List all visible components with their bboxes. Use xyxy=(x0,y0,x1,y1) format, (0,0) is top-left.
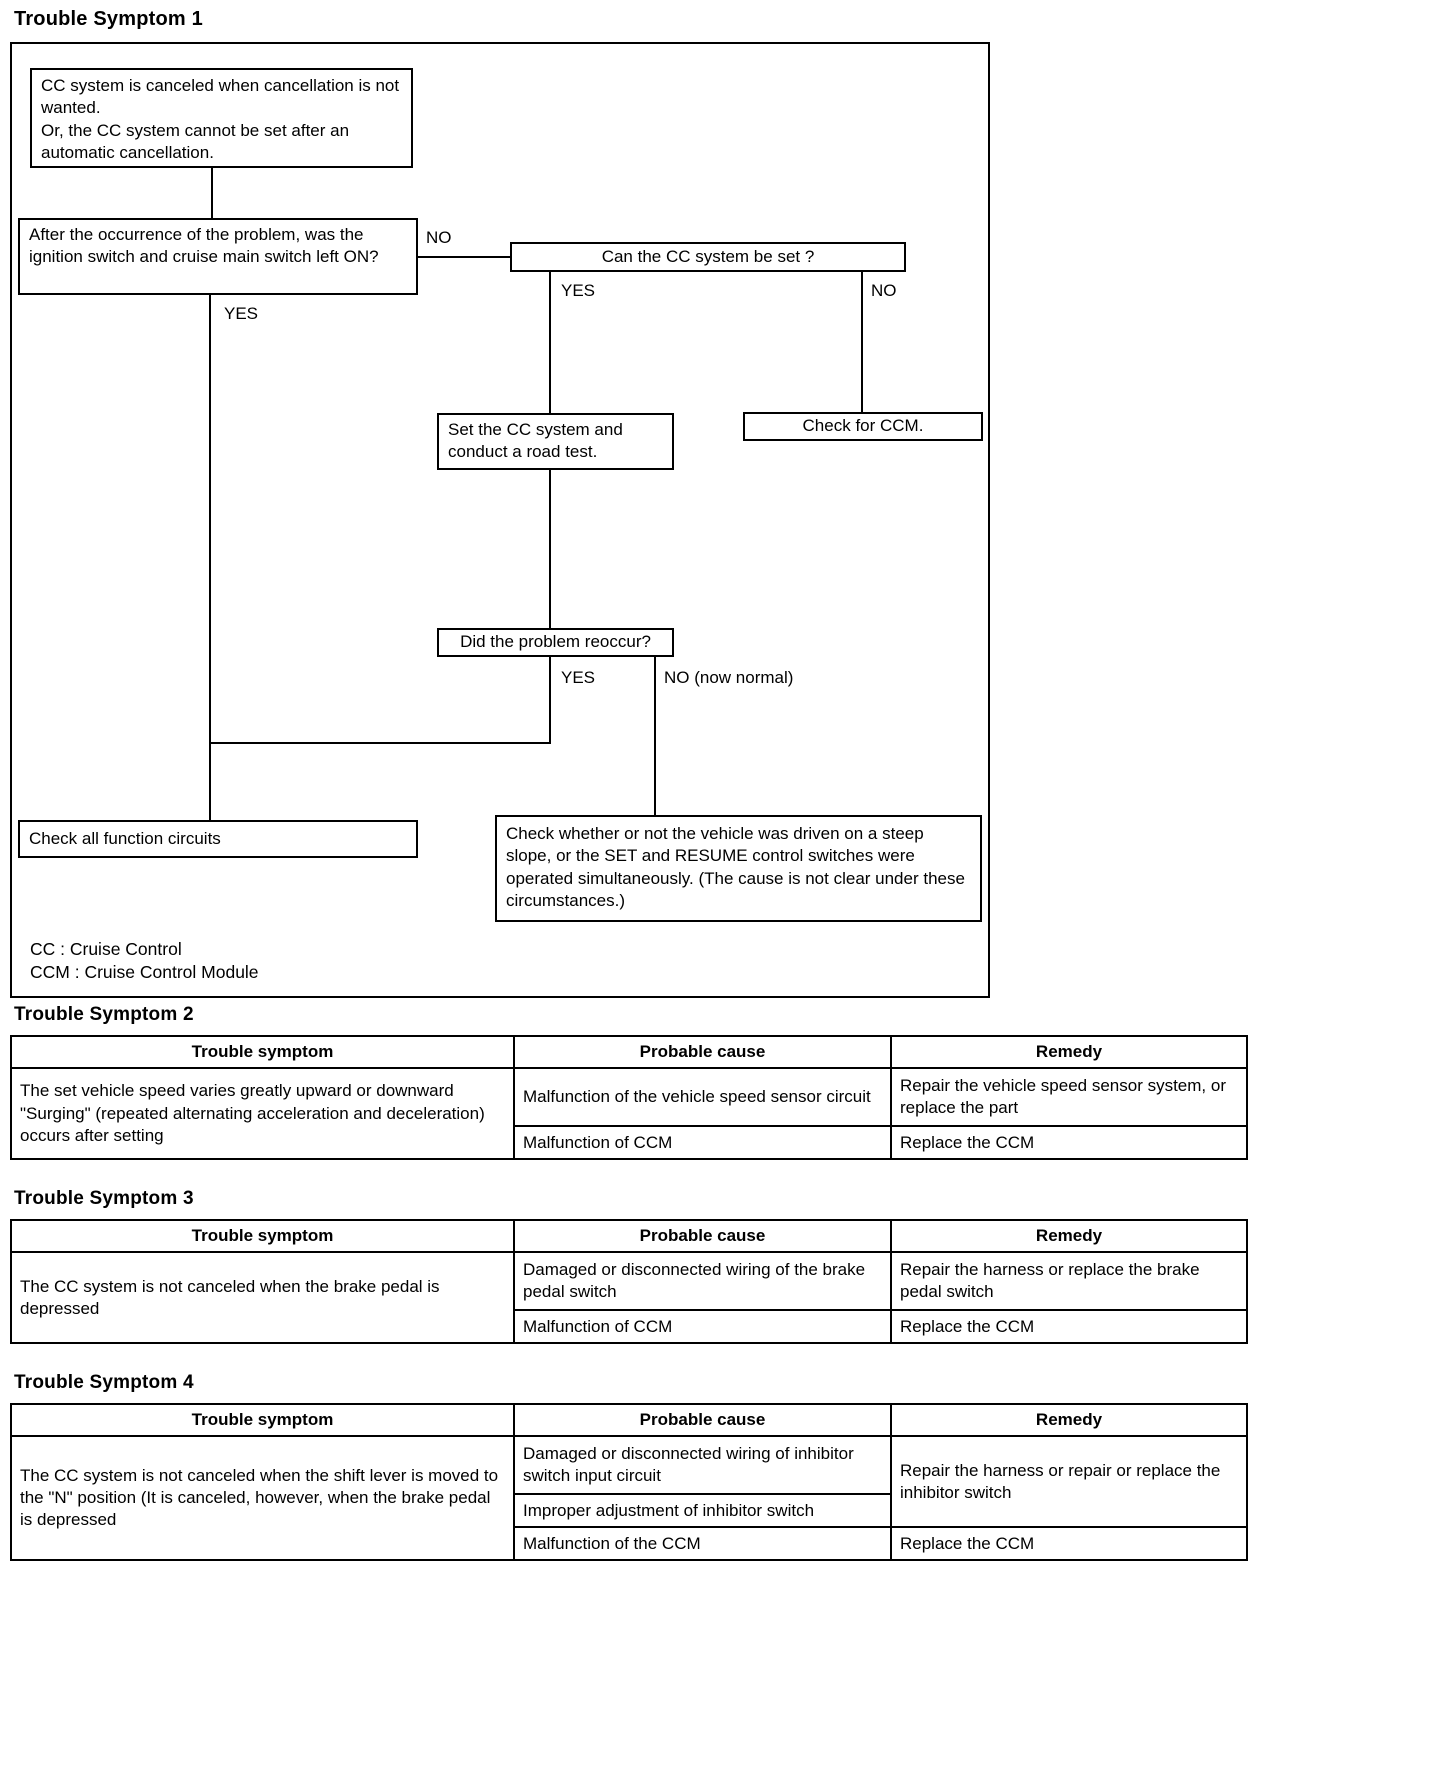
remedy-cell: Replace the CCM xyxy=(890,1125,1248,1161)
col-header-remedy: Remedy xyxy=(890,1402,1248,1438)
col-header-probable-cause: Probable cause xyxy=(513,1034,892,1070)
col-header-trouble-symptom: Trouble symptom xyxy=(10,1402,515,1438)
table-row: The CC system is not canceled when the b… xyxy=(10,1251,1248,1345)
col-header-remedy: Remedy xyxy=(890,1218,1248,1254)
symptom-cell: The CC system is not canceled when the b… xyxy=(10,1251,515,1345)
flowchart-legend-ccm: CCM : Cruise Control Module xyxy=(30,962,259,982)
remedy-cell: Repair the vehicle speed sensor system, … xyxy=(890,1067,1248,1128)
trouble-symptom-4-table: Trouble symptom Probable cause Remedy Th… xyxy=(10,1402,1248,1562)
connector-reoccur-yes-horizontal xyxy=(210,742,551,744)
col-header-probable-cause: Probable cause xyxy=(513,1218,892,1254)
trouble-symptom-3-table: Trouble symptom Probable cause Remedy Th… xyxy=(10,1218,1248,1345)
cause-cell: Malfunction of the vehicle speed sensor … xyxy=(513,1067,892,1128)
section2-heading: Trouble Symptom 2 xyxy=(14,1004,194,1025)
connector-roadtest-to-reoccur xyxy=(549,470,551,628)
connector-reoccur-yes-vertical xyxy=(549,657,551,742)
flowchart-node-start: CC system is canceled when cancellation … xyxy=(30,68,413,168)
section3-heading: Trouble Symptom 3 xyxy=(14,1188,194,1209)
col-header-trouble-symptom: Trouble symptom xyxy=(10,1034,515,1070)
table-row: The set vehicle speed varies greatly upw… xyxy=(10,1067,1248,1161)
cause-cell: Malfunction of the CCM xyxy=(513,1526,892,1562)
remedy-cell: Repair the harness or repair or replace … xyxy=(890,1435,1248,1529)
section4-heading: Trouble Symptom 4 xyxy=(14,1372,194,1393)
table-row: The CC system is not canceled when the s… xyxy=(10,1435,1248,1562)
cause-cell: Malfunction of CCM xyxy=(513,1125,892,1161)
flowchart-node-can-set-question: Can the CC system be set ? xyxy=(510,242,906,272)
trouble-symptom-2-table: Trouble symptom Probable cause Remedy Th… xyxy=(10,1034,1248,1161)
col-header-trouble-symptom: Trouble symptom xyxy=(10,1218,515,1254)
table-row: Improper adjustment of inhibitor switch xyxy=(11,1493,1247,1529)
flowchart-node-check-ccm: Check for CCM. xyxy=(743,412,983,441)
flowchart-legend-cc: CC : Cruise Control xyxy=(30,939,182,959)
col-header-remedy: Remedy xyxy=(890,1034,1248,1070)
remedy-cell: Repair the harness or replace the brake … xyxy=(890,1251,1248,1312)
table-header-row: Trouble symptom Probable cause Remedy xyxy=(10,1218,1248,1254)
cause-cell: Damaged or disconnected wiring of inhibi… xyxy=(513,1435,892,1496)
branch-label-no-ignition: NO xyxy=(426,228,452,247)
cause-cell: Damaged or disconnected wiring of the br… xyxy=(513,1251,892,1312)
cause-cell: Malfunction of CCM xyxy=(513,1309,892,1345)
connector-ignition-yes-branch xyxy=(209,295,211,820)
connector-canset-yes-branch xyxy=(549,272,551,413)
cause-cell: Improper adjustment of inhibitor switch xyxy=(513,1493,892,1529)
section1-heading: Trouble Symptom 1 xyxy=(14,8,203,30)
table-header-row: Trouble symptom Probable cause Remedy xyxy=(10,1034,1248,1070)
symptom-cell: The CC system is not canceled when the s… xyxy=(10,1435,515,1562)
branch-label-yes-reoccur: YES xyxy=(561,668,596,687)
branch-label-no-reoccur: NO (now normal) xyxy=(664,668,794,687)
connector-canset-no-branch xyxy=(861,272,863,412)
flowchart-frame xyxy=(10,42,990,998)
connector-start-to-ignition xyxy=(211,168,213,218)
flowchart-node-check-circuits: Check all function circuits xyxy=(18,820,418,858)
table-row: Malfunction of the CCM Replace the CCM xyxy=(11,1526,1248,1562)
col-header-probable-cause: Probable cause xyxy=(513,1402,892,1438)
table-row: Malfunction of CCM Replace the CCM xyxy=(11,1309,1248,1345)
remedy-cell: Replace the CCM xyxy=(890,1309,1248,1345)
connector-ignition-no-branch xyxy=(418,256,510,258)
branch-label-no-canset: NO xyxy=(871,281,897,300)
connector-reoccur-no-branch xyxy=(654,657,656,815)
branch-label-yes-ignition: YES xyxy=(224,304,259,323)
flowchart-node-ignition-question: After the occurrence of the problem, was… xyxy=(18,218,418,295)
table-row: Malfunction of CCM Replace the CCM xyxy=(11,1125,1248,1161)
branch-label-yes-canset: YES xyxy=(561,281,596,300)
symptom-cell: The set vehicle speed varies greatly upw… xyxy=(10,1067,515,1161)
table-header-row: Trouble symptom Probable cause Remedy xyxy=(10,1402,1248,1438)
flowchart-node-steep-slope: Check whether or not the vehicle was dri… xyxy=(495,815,982,922)
flowchart-node-road-test: Set the CC system and conduct a road tes… xyxy=(437,413,674,470)
flowchart-node-reoccur-question: Did the problem reoccur? xyxy=(437,628,674,657)
remedy-cell: Replace the CCM xyxy=(890,1526,1248,1562)
